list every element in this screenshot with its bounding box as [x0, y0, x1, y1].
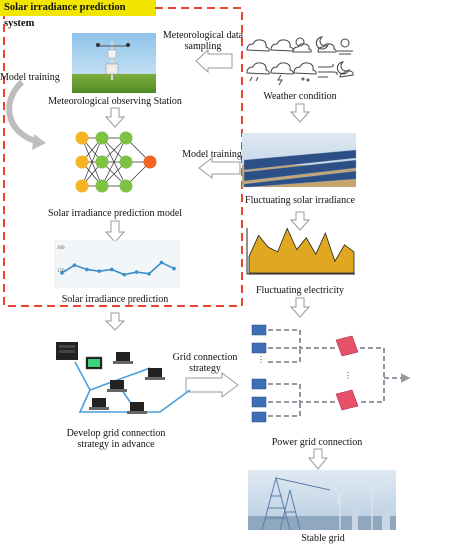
arrow-prediction-to-strategy	[104, 312, 126, 331]
cloud-icon	[270, 39, 294, 52]
prediction-series-line	[61, 261, 175, 276]
laptop-icon	[89, 398, 109, 410]
system-title: Solar irradiance prediction system	[0, 0, 156, 29]
power-grid-connection: ⋮ ⋮	[251, 324, 411, 423]
pred-tick-150: 150	[57, 269, 65, 274]
snow-icon	[293, 62, 317, 82]
station-photo	[72, 33, 156, 93]
nn-node	[119, 155, 133, 169]
solar-farm-photo	[242, 133, 357, 188]
laptop-icon	[113, 352, 133, 364]
cloud-icon	[246, 39, 270, 52]
thunder-icon	[270, 62, 294, 86]
nn-edge	[101, 137, 127, 187]
prediction-point	[109, 267, 114, 272]
hollow-arrows	[104, 48, 329, 470]
laptop-icon	[127, 402, 147, 414]
stable-grid-photo	[248, 470, 396, 531]
rain-icon	[246, 62, 270, 82]
moon-cloud-icon	[315, 36, 337, 53]
nn-edge	[81, 137, 103, 187]
label-weather-condition: Weather condition	[263, 91, 337, 102]
prediction-point	[85, 267, 89, 272]
label-fluctuating-irradiance: Fluctuating solar irradiance	[245, 195, 355, 206]
nn-node	[119, 179, 133, 193]
label-meteorological-data-sampling: Meteorological data sampling	[162, 30, 244, 52]
label-prediction-model: Solar irradiance prediction model	[47, 208, 183, 219]
prediction-point	[147, 271, 151, 276]
nn-node	[75, 155, 89, 169]
dashed-frame	[3, 7, 243, 307]
label-develop-strategy: Develop grid connection strategy in adva…	[66, 428, 166, 450]
nn-node	[95, 131, 109, 145]
sun-haze-icon	[337, 38, 353, 55]
arrow-connection-to-stable	[307, 448, 329, 470]
label-fluctuating-electricity: Fluctuating electricity	[255, 285, 345, 296]
arrow-weather-to-irradiance	[289, 103, 311, 123]
prediction-point	[122, 272, 127, 277]
label-power-grid-connection: Power grid connection	[271, 437, 363, 448]
nn-node	[75, 179, 89, 193]
label-model-training-left: Model training	[0, 72, 60, 83]
electricity-chart	[246, 227, 355, 275]
prediction-point	[159, 260, 164, 265]
electricity-area	[248, 227, 355, 274]
sun-cloud-icon	[292, 37, 312, 53]
wind-icon	[318, 63, 338, 78]
label-stable-grid: Stable grid	[301, 533, 345, 544]
curved-training-arrow	[6, 79, 39, 145]
weather-icons	[246, 36, 354, 86]
prediction-point	[72, 263, 77, 267]
neural-network	[75, 131, 157, 193]
arrow-training-mid	[198, 156, 241, 180]
nn-node	[75, 131, 89, 145]
label-meteorological-station: Meteorological observing Station	[48, 96, 182, 107]
arrow-station-to-model	[104, 107, 126, 128]
svg-text:⋮: ⋮	[257, 355, 265, 364]
label-grid-connection-strategy: Grid connection strategy	[172, 352, 238, 374]
nn-node	[95, 155, 109, 169]
monitor-icon	[85, 356, 103, 370]
prediction-chart: 300 150	[54, 240, 180, 288]
arrow-irradiance-to-electricity	[289, 211, 311, 231]
prediction-point	[60, 271, 64, 275]
laptop-icon	[107, 380, 127, 392]
nn-node	[143, 155, 157, 169]
solar-panel-icon	[251, 324, 267, 423]
arrow-sampling	[195, 48, 233, 74]
inverter-icon	[335, 335, 359, 411]
label-irradiance-prediction: Solar irradiance prediction	[61, 294, 169, 305]
nn-node	[119, 131, 133, 145]
pred-tick-300: 300	[57, 246, 65, 251]
arrow-strategy	[185, 372, 239, 398]
label-model-training-mid: Model training	[182, 149, 242, 160]
prediction-point	[172, 266, 176, 271]
prediction-point	[134, 270, 139, 274]
computer-network	[56, 342, 191, 414]
laptop-icon	[145, 368, 165, 380]
moon-rain-icon	[336, 61, 354, 78]
arrow-electricity-to-connection	[289, 297, 311, 318]
server-rack-icon	[56, 342, 78, 360]
nn-node	[95, 179, 109, 193]
arrow-model-to-prediction	[104, 220, 126, 243]
prediction-point	[97, 269, 102, 273]
svg-text:⋮: ⋮	[344, 371, 352, 380]
